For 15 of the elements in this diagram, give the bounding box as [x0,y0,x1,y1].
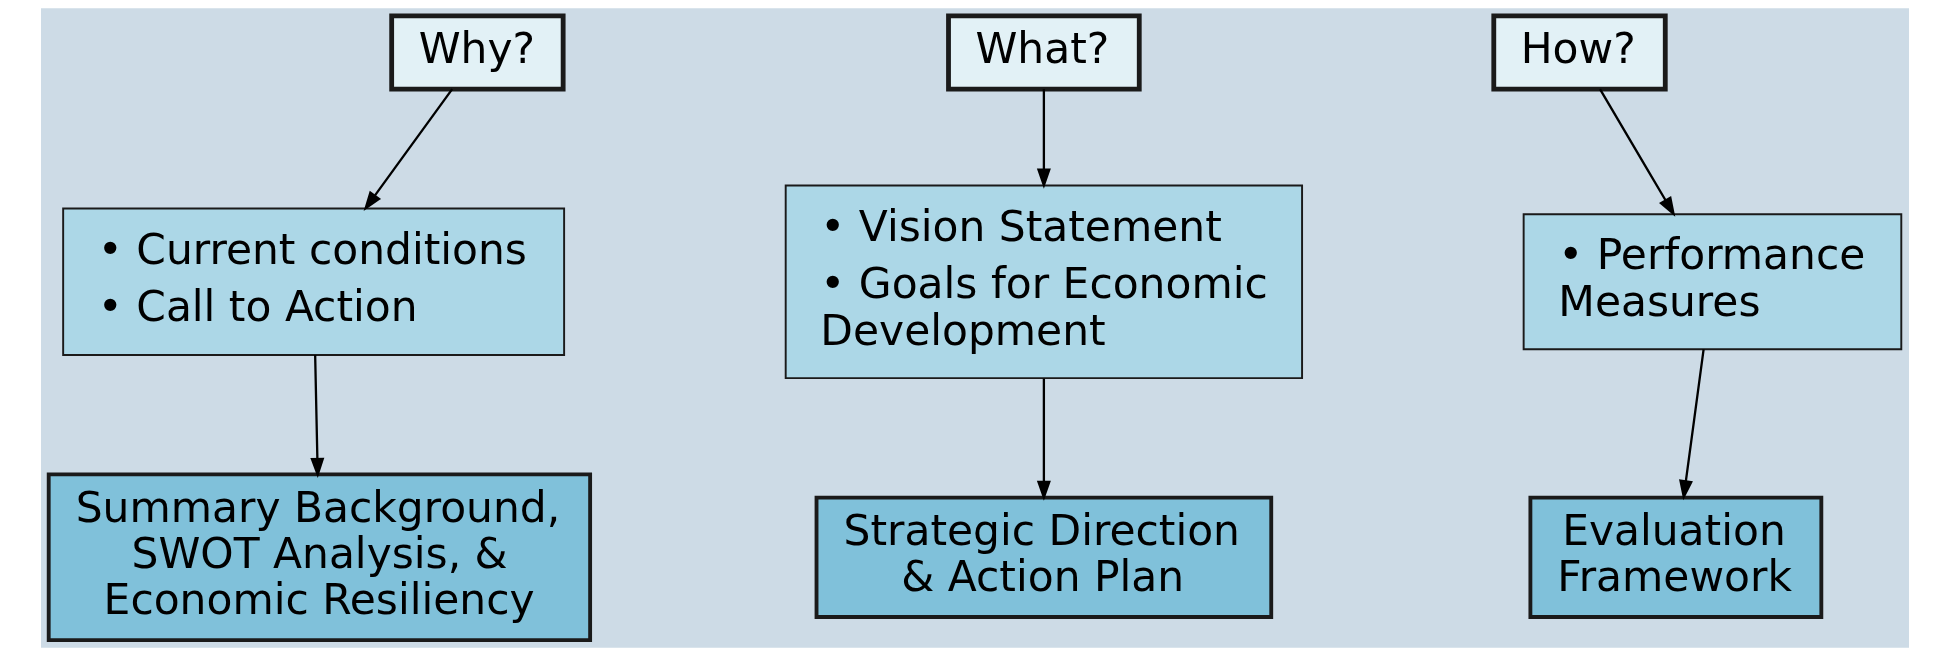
arrow [1036,378,1051,501]
node-box: • Current conditions • Call to Action [61,207,565,356]
arrow [309,355,324,478]
node-box: What? [945,13,1142,92]
node-box: Summary Background, SWOT Analysis, & Economic Resiliency [46,472,592,643]
arrow [1678,349,1705,501]
node-box: Evaluation Framework [1527,495,1823,619]
node-box: • Performance Measures [1522,213,1902,351]
arrow [1598,88,1675,217]
arrow [1036,89,1051,189]
node-box: Why? [388,13,566,92]
arrow [363,88,453,211]
node-box: Strategic Direction & Action Plan [814,495,1273,619]
node-box: • Vision Statement • Goals for Economic Development [784,184,1303,380]
node-box: How? [1490,13,1668,92]
